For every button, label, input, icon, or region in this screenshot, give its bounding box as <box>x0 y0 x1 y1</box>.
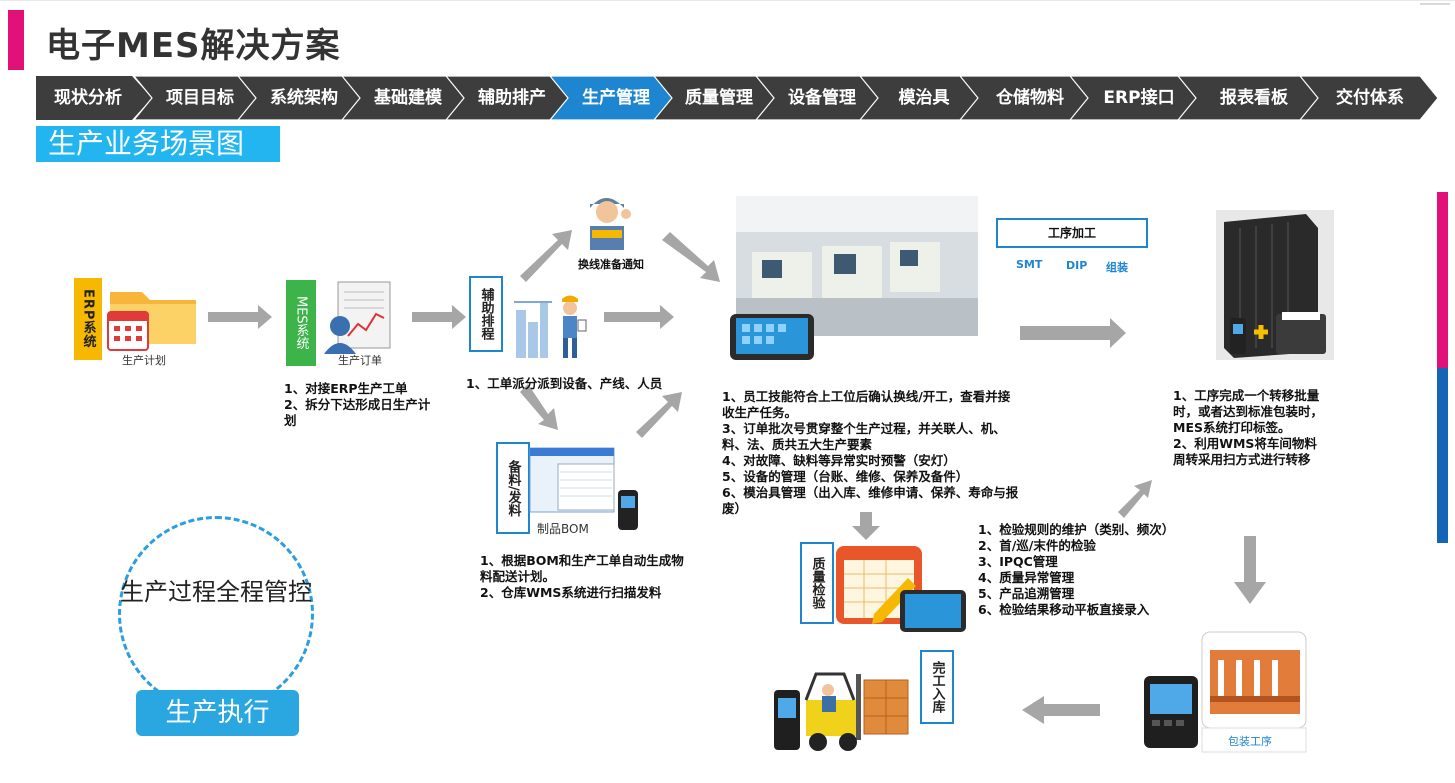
arrow-material-up <box>636 392 682 438</box>
packing-process-photo <box>1144 631 1307 753</box>
tab-base-modeling[interactable]: 基础建模 <box>374 88 442 108</box>
corner-mark <box>1420 3 1450 5</box>
arrow-production-to-quality <box>852 512 880 540</box>
tab-status-analysis[interactable]: 现状分析 <box>54 88 122 108</box>
production-execution-button[interactable]: 生产执行 <box>136 690 299 736</box>
material-label: 备料/发料 <box>496 442 530 534</box>
bom-software-icon <box>529 447 638 530</box>
control-circle-text: 生产过程全程管控 <box>120 578 312 606</box>
magazine-rack-printer-photo <box>1216 210 1334 360</box>
tab-report-dashboard[interactable]: 报表看板 <box>1220 88 1288 108</box>
arrow-to-transfer <box>1118 480 1152 518</box>
quality-label: 质量检验 <box>800 542 834 624</box>
arrow-line-to-process <box>1020 318 1126 348</box>
arrow-transfer-down <box>1234 536 1266 604</box>
process-step-dip: DIP <box>1066 259 1088 272</box>
tab-quality-management[interactable]: 质量管理 <box>685 88 753 108</box>
tab-erp-interface[interactable]: ERP接口 <box>1103 88 1175 108</box>
tab-delivery-system[interactable]: 交付体系 <box>1336 88 1404 108</box>
tab-equipment-management[interactable]: 设备管理 <box>788 88 856 108</box>
tab-molds-fixtures[interactable]: 模治具 <box>898 88 950 108</box>
mes-system-label: MES系统 <box>286 280 316 366</box>
tabs-chevron-bg <box>36 75 1439 121</box>
order-document-icon <box>324 281 391 354</box>
arrow-packing-to-warehouse <box>1022 696 1100 724</box>
side-accent-blue <box>1437 368 1448 543</box>
arrow-schedule-up <box>520 230 572 282</box>
schedule-label: 辅助排程 <box>469 276 503 352</box>
folder-calendar-icon <box>107 292 196 351</box>
tab-system-architecture[interactable]: 系统架构 <box>270 88 338 108</box>
erp-system-label: ERP系统 <box>74 278 102 360</box>
forklift-warehouse-icon <box>774 672 909 751</box>
production-text: 1、员工技能符合上工位后确认换线/开工，查看并接收生产任务。3、订单批次号贯穿整… <box>722 389 1019 516</box>
process-nav-tabs: 现状分析 项目目标 系统架构 基础建模 辅助排产 生产管理 质量管理 设备管理 … <box>36 75 1439 121</box>
schedule-text: 1、工单派分派到设备、产线、人员 <box>466 376 663 391</box>
smt-production-line-photo <box>730 196 978 360</box>
erp-caption: 生产计划 <box>122 354 166 367</box>
transfer-text: 1、工序完成一个转移批量时，或者达到标准包装时，MES系统打印标签。2、利用WM… <box>1173 388 1324 467</box>
process-step-assembly: 组装 <box>1106 261 1128 274</box>
changeover-caption: 换线准备通知 <box>578 258 644 271</box>
tab-warehouse-materials[interactable]: 仓储物料 <box>996 88 1064 108</box>
title-accent-bar <box>8 10 24 70</box>
tab-aux-scheduling[interactable]: 辅助排产 <box>478 88 546 108</box>
worker-construction-icon <box>514 295 587 358</box>
arrow-mes-to-schedule <box>412 305 466 329</box>
top-divider <box>0 0 1455 1</box>
mes-caption: 生产订单 <box>338 354 382 367</box>
warehouse-label: 完工入库 <box>920 650 954 724</box>
control-circle <box>118 516 314 712</box>
mechanic-thumbsup-icon <box>590 198 631 250</box>
bom-caption: 制品BOM <box>537 522 589 536</box>
packing-caption: 包装工序 <box>1228 735 1272 748</box>
process-label: 工序加工 <box>996 218 1148 248</box>
material-text: 1、根据BOM和生产工单自动生成物料配送计划。2、仓库WMS系统进行扫描发料 <box>480 553 684 600</box>
arrow-changeover-to-line <box>662 232 720 282</box>
page-title: 电子MES解决方案 <box>46 26 341 66</box>
tab-project-goals[interactable]: 项目目标 <box>166 88 234 108</box>
side-accent-pink <box>1437 192 1448 368</box>
process-step-smt: SMT <box>1016 258 1043 271</box>
inspection-checklist-icon <box>836 546 966 632</box>
arrow-erp-to-mes <box>208 305 272 329</box>
arrow-schedule-down <box>520 384 558 430</box>
tab-production-management[interactable]: 生产管理 <box>582 88 650 108</box>
section-title: 生产业务场景图 <box>36 126 280 162</box>
arrow-schedule-to-worker <box>604 305 674 329</box>
